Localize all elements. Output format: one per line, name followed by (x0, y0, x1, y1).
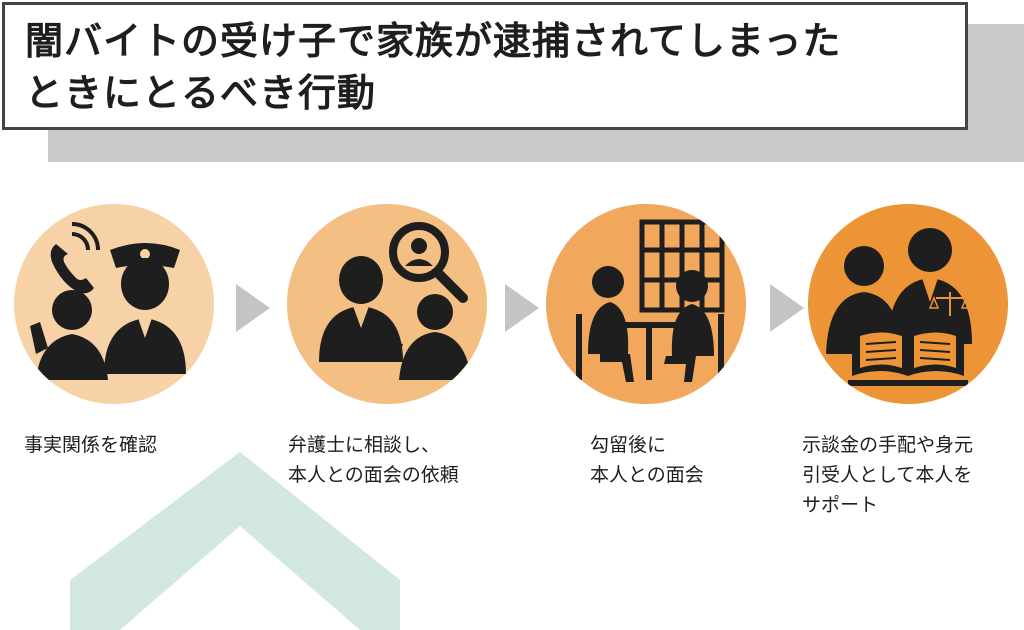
lawyer-support-icon (826, 228, 972, 386)
step-2-circle (287, 204, 487, 404)
step-1-caption-line: 事実関係を確認 (24, 434, 158, 456)
police-phone-icon (30, 222, 186, 380)
step-3-circle (546, 204, 746, 404)
arrow-right-icon (770, 284, 804, 332)
step-4-caption-line-2: 引受人として本人を (802, 464, 973, 486)
step-1-circle (14, 204, 214, 404)
step-2-caption-line-2: 本人との面会の依頼 (288, 464, 459, 486)
title-line-2: ときにとるべき行動 (25, 71, 377, 115)
detention-visit-icon (576, 219, 725, 382)
step-4-caption-line-1: 示談金の手配や身元 (802, 434, 974, 456)
step-3-caption: 勾留後に 本人との面会 (590, 430, 704, 490)
step-3-caption-line-2: 本人との面会 (590, 464, 704, 486)
title-banner: 闇バイトの受け子で家族が逮捕されてしまった ときにとるべき行動 (2, 2, 968, 130)
step-4-caption-line-3: サポート (802, 494, 879, 516)
step-4-caption: 示談金の手配や身元 引受人として本人を サポート (802, 430, 973, 520)
arrow-right-icon (236, 284, 270, 332)
arrow-right-icon (505, 284, 539, 332)
step-1-caption: 事実関係を確認 (24, 430, 157, 460)
step-4-circle (808, 204, 1008, 404)
step-2-caption-line-1: 弁護士に相談し、 (288, 434, 441, 456)
title-line-1: 闇バイトの受け子で家族が逮捕されてしまった (25, 19, 842, 63)
step-3-caption-line-1: 勾留後に (590, 434, 667, 456)
lawyer-consult-icon (319, 222, 471, 380)
step-2-caption: 弁護士に相談し、 本人との面会の依頼 (288, 430, 459, 490)
